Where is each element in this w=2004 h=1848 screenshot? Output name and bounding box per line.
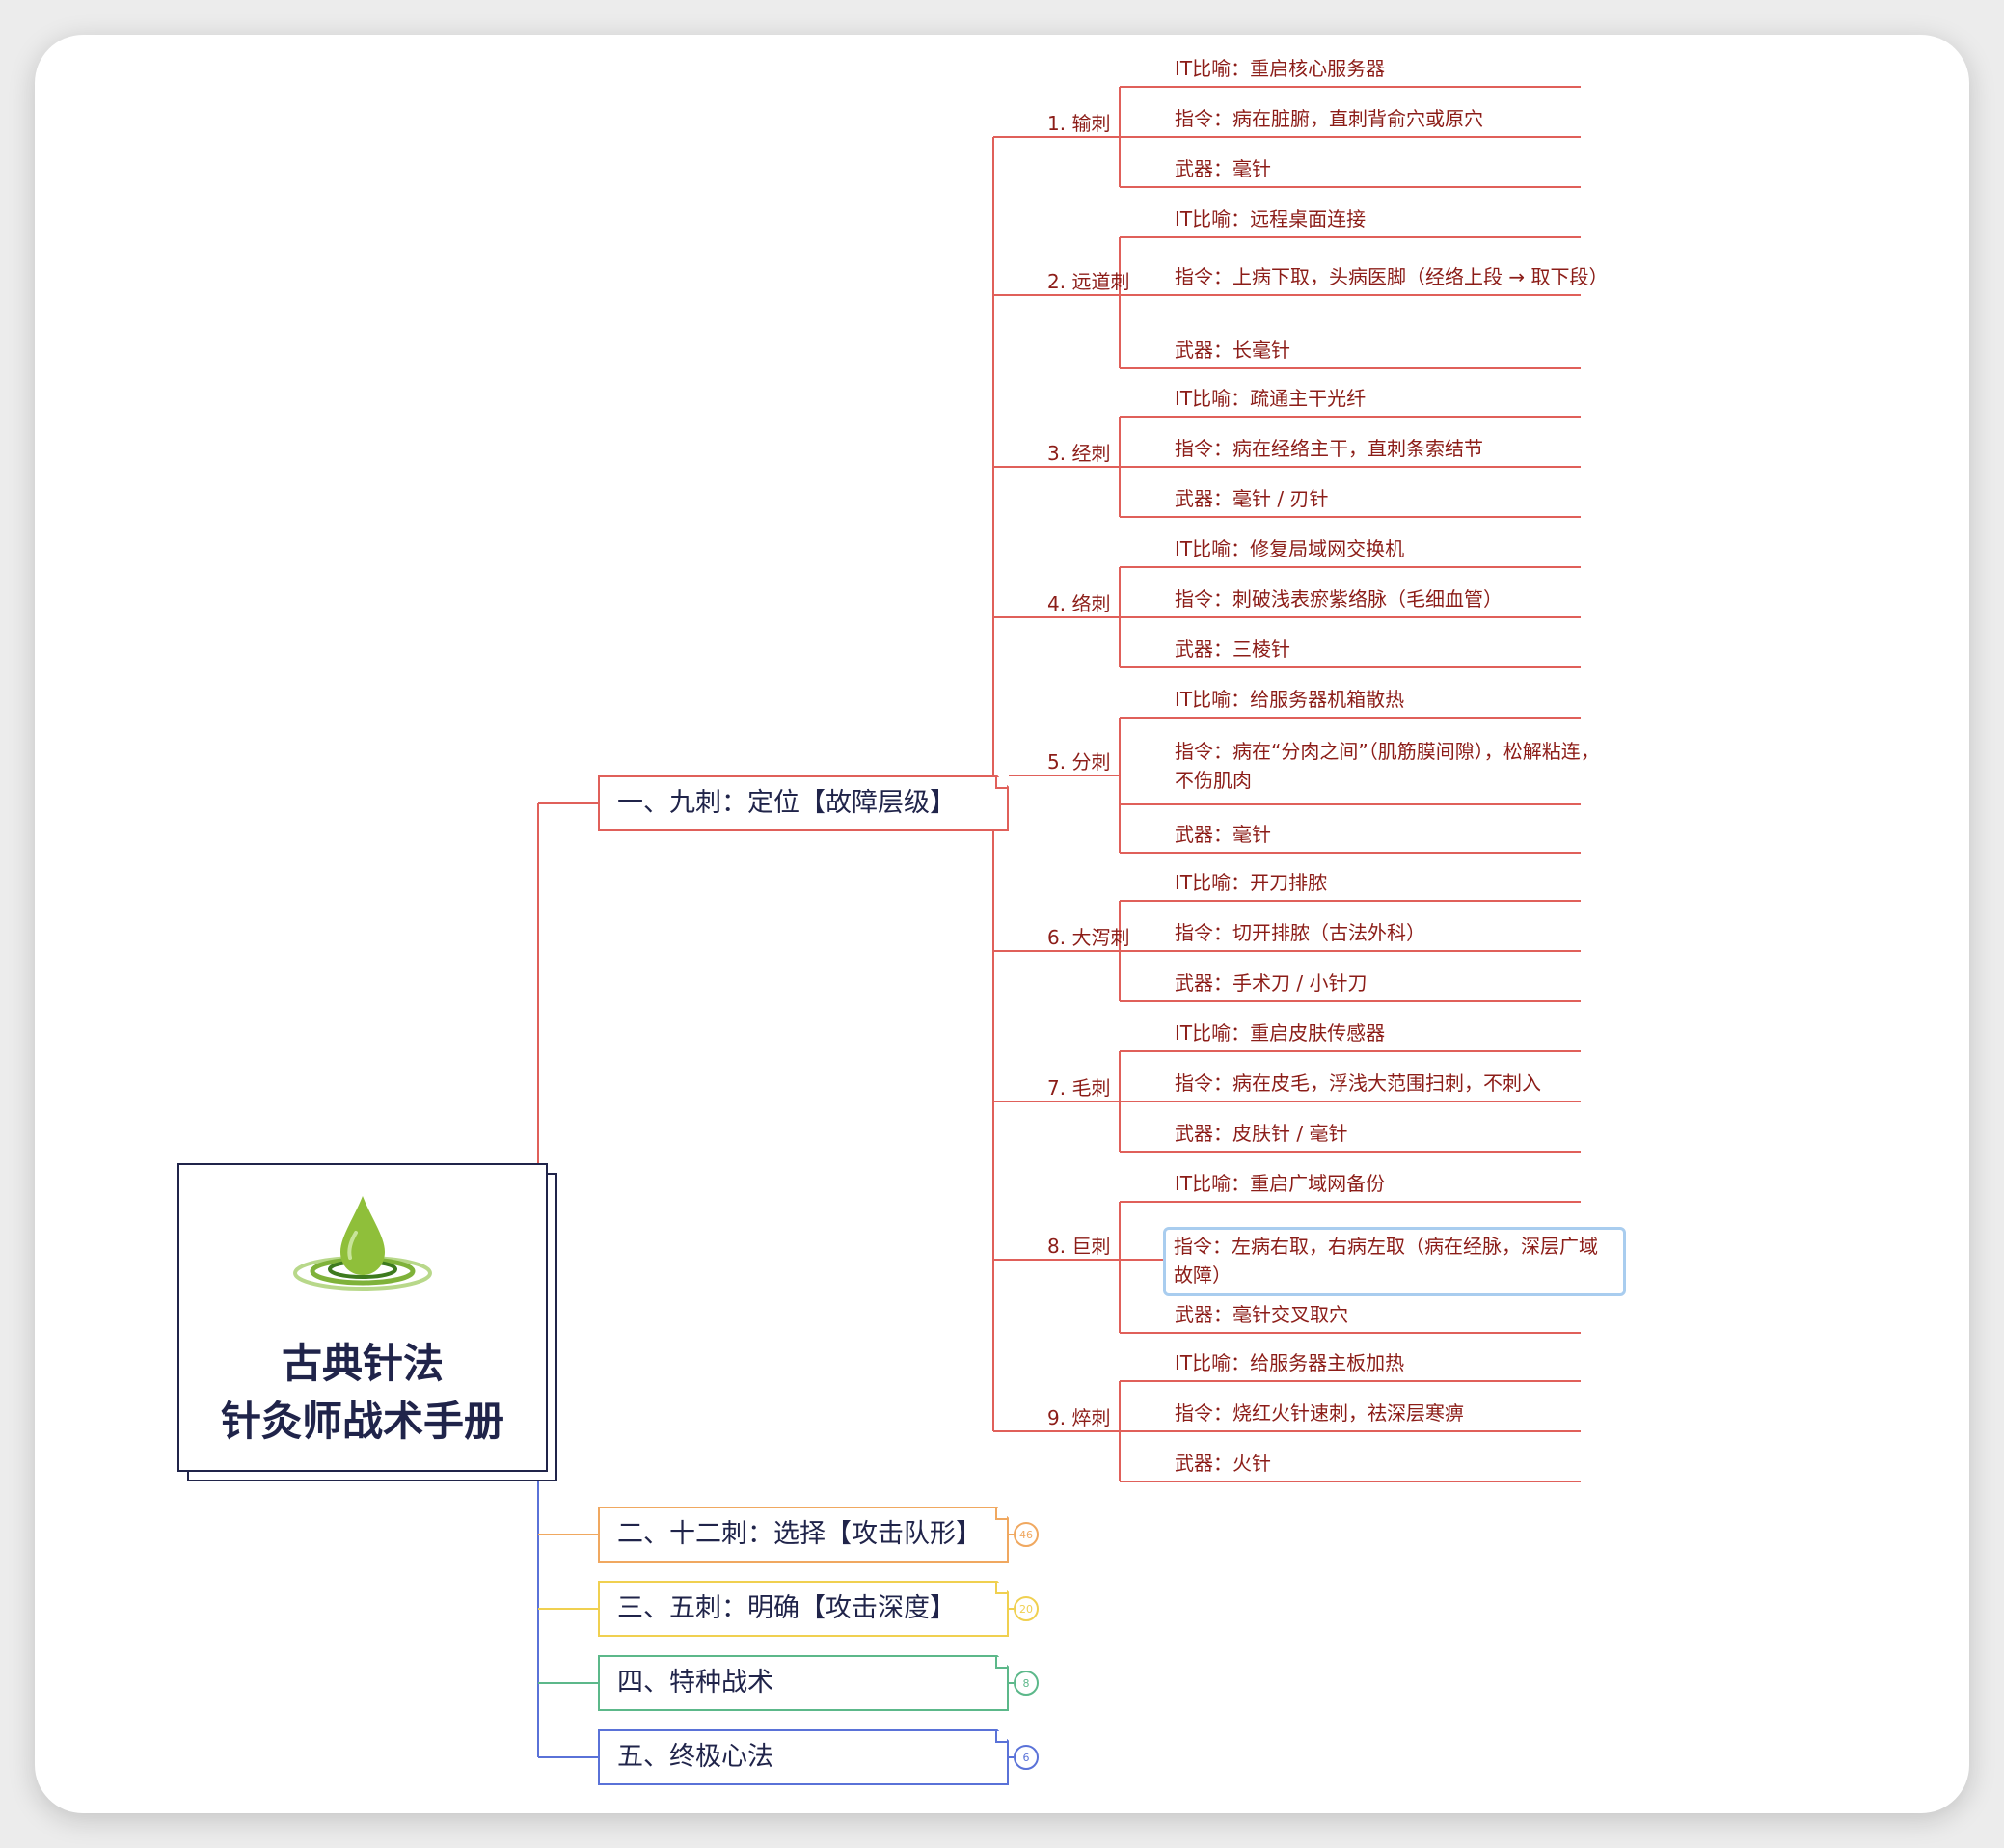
it-metaphor-leaf[interactable]: IT比喻：给服务器机箱散热 bbox=[1175, 688, 1405, 711]
it-metaphor-leaf[interactable]: IT比喻：重启皮肤传感器 bbox=[1175, 1021, 1386, 1045]
instruction-leaf[interactable]: 指令：刺破浅表瘀紫络脉（毛细血管） bbox=[1175, 587, 1503, 611]
branch-label: 三、五刺：明确【攻击深度】 bbox=[617, 1593, 956, 1623]
fold-corner-icon bbox=[995, 1655, 1009, 1669]
instruction-leaf[interactable]: 指令：烧红火针速刺，祛深层寒痹 bbox=[1175, 1401, 1464, 1425]
branch-label: 二、十二刺：选择【攻击队形】 bbox=[617, 1519, 982, 1549]
branch-label: 一、九刺：定位【故障层级】 bbox=[617, 788, 956, 818]
weapon-leaf[interactable]: 武器：长毫针 bbox=[1175, 339, 1290, 362]
instruction-leaf[interactable]: 指令：切开排脓（古法外科） bbox=[1175, 921, 1425, 944]
technique-label[interactable]: 7. 毛刺 bbox=[1047, 1076, 1111, 1100]
it-metaphor-leaf[interactable]: IT比喻：疏通主干光纤 bbox=[1175, 387, 1367, 410]
branch-label: 四、特种战术 bbox=[617, 1668, 773, 1698]
instruction-leaf[interactable]: 指令：上病下取，头病医脚（经络上段 → 取下段） bbox=[1175, 265, 1609, 288]
weapon-leaf[interactable]: 武器：火针 bbox=[1175, 1452, 1271, 1475]
instruction-leaf[interactable]: 指令：病在经络主干，直刺条索结节 bbox=[1175, 437, 1483, 460]
instruction-leaf[interactable]: 指令：病在“分肉之间”（肌筋膜间隙），松解粘连，不伤肌肉 bbox=[1175, 740, 1600, 792]
mindmap-canvas: 古典针法 针灸师战术手册 一、九刺：定位【故障层级】二、十二刺：选择【攻击队形】… bbox=[35, 35, 1969, 1813]
it-metaphor-leaf[interactable]: IT比喻：重启广域网备份 bbox=[1175, 1172, 1386, 1195]
fold-corner-icon bbox=[995, 1581, 1009, 1594]
collapsed-count-badge[interactable]: 20 bbox=[1014, 1596, 1039, 1621]
it-metaphor-leaf[interactable]: IT比喻：重启核心服务器 bbox=[1175, 57, 1386, 80]
technique-label[interactable]: 3. 经刺 bbox=[1047, 442, 1111, 465]
weapon-leaf[interactable]: 武器：皮肤针 / 毫针 bbox=[1175, 1122, 1348, 1145]
it-metaphor-leaf[interactable]: IT比喻：远程桌面连接 bbox=[1175, 207, 1367, 231]
branch-label: 五、终极心法 bbox=[617, 1742, 773, 1772]
technique-label[interactable]: 6. 大泻刺 bbox=[1047, 926, 1130, 949]
root-title: 古典针法 针灸师战术手册 bbox=[179, 1335, 546, 1451]
it-metaphor-leaf[interactable]: IT比喻：给服务器主板加热 bbox=[1175, 1351, 1405, 1374]
root-title-line2: 针灸师战术手册 bbox=[220, 1398, 504, 1445]
fold-corner-icon bbox=[995, 1507, 1009, 1520]
weapon-leaf[interactable]: 武器：毫针 bbox=[1175, 823, 1271, 846]
it-metaphor-leaf[interactable]: IT比喻：修复局域网交换机 bbox=[1175, 537, 1405, 560]
weapon-leaf[interactable]: 武器：毫针 bbox=[1175, 157, 1271, 180]
branch-node-1[interactable]: 一、九刺：定位【故障层级】 bbox=[598, 775, 1009, 831]
technique-label[interactable]: 8. 巨刺 bbox=[1047, 1235, 1111, 1258]
weapon-leaf[interactable]: 武器：毫针交叉取穴 bbox=[1175, 1303, 1348, 1326]
branch-node-5[interactable]: 五、终极心法 bbox=[598, 1729, 1009, 1785]
connector-lines bbox=[537, 86, 1581, 1758]
it-metaphor-leaf[interactable]: IT比喻：开刀排脓 bbox=[1175, 871, 1328, 894]
instruction-leaf[interactable]: 指令：病在脏腑，直刺背俞穴或原穴 bbox=[1175, 107, 1483, 130]
technique-label[interactable]: 5. 分刺 bbox=[1047, 750, 1111, 774]
instruction-leaf[interactable]: 指令：左病右取，右病左取（病在经脉，深层广域故障） bbox=[1163, 1227, 1626, 1296]
technique-label[interactable]: 2. 远道刺 bbox=[1047, 270, 1130, 293]
branch-node-4[interactable]: 四、特种战术 bbox=[598, 1655, 1009, 1711]
root-node[interactable]: 古典针法 针灸师战术手册 bbox=[177, 1163, 548, 1472]
weapon-leaf[interactable]: 武器：毫针 / 刃针 bbox=[1175, 487, 1329, 510]
collapsed-count-badge[interactable]: 8 bbox=[1014, 1671, 1039, 1696]
technique-label[interactable]: 4. 络刺 bbox=[1047, 592, 1111, 615]
weapon-leaf[interactable]: 武器：手术刀 / 小针刀 bbox=[1175, 971, 1368, 994]
weapon-leaf[interactable]: 武器：三棱针 bbox=[1175, 638, 1290, 661]
collapsed-count-badge[interactable]: 46 bbox=[1014, 1522, 1039, 1547]
water-drop-icon bbox=[290, 1194, 435, 1304]
fold-corner-icon bbox=[995, 1729, 1009, 1743]
fold-corner-icon bbox=[995, 775, 1009, 789]
branch-node-3[interactable]: 三、五刺：明确【攻击深度】 bbox=[598, 1581, 1009, 1637]
technique-label[interactable]: 1. 输刺 bbox=[1047, 112, 1111, 135]
instruction-leaf[interactable]: 指令：病在皮毛，浮浅大范围扫刺，不刺入 bbox=[1175, 1072, 1541, 1095]
technique-label[interactable]: 9. 焠刺 bbox=[1047, 1406, 1111, 1429]
branch-node-2[interactable]: 二、十二刺：选择【攻击队形】 bbox=[598, 1507, 1009, 1563]
root-title-line1: 古典针法 bbox=[281, 1340, 444, 1387]
collapsed-count-badge[interactable]: 6 bbox=[1014, 1745, 1039, 1770]
